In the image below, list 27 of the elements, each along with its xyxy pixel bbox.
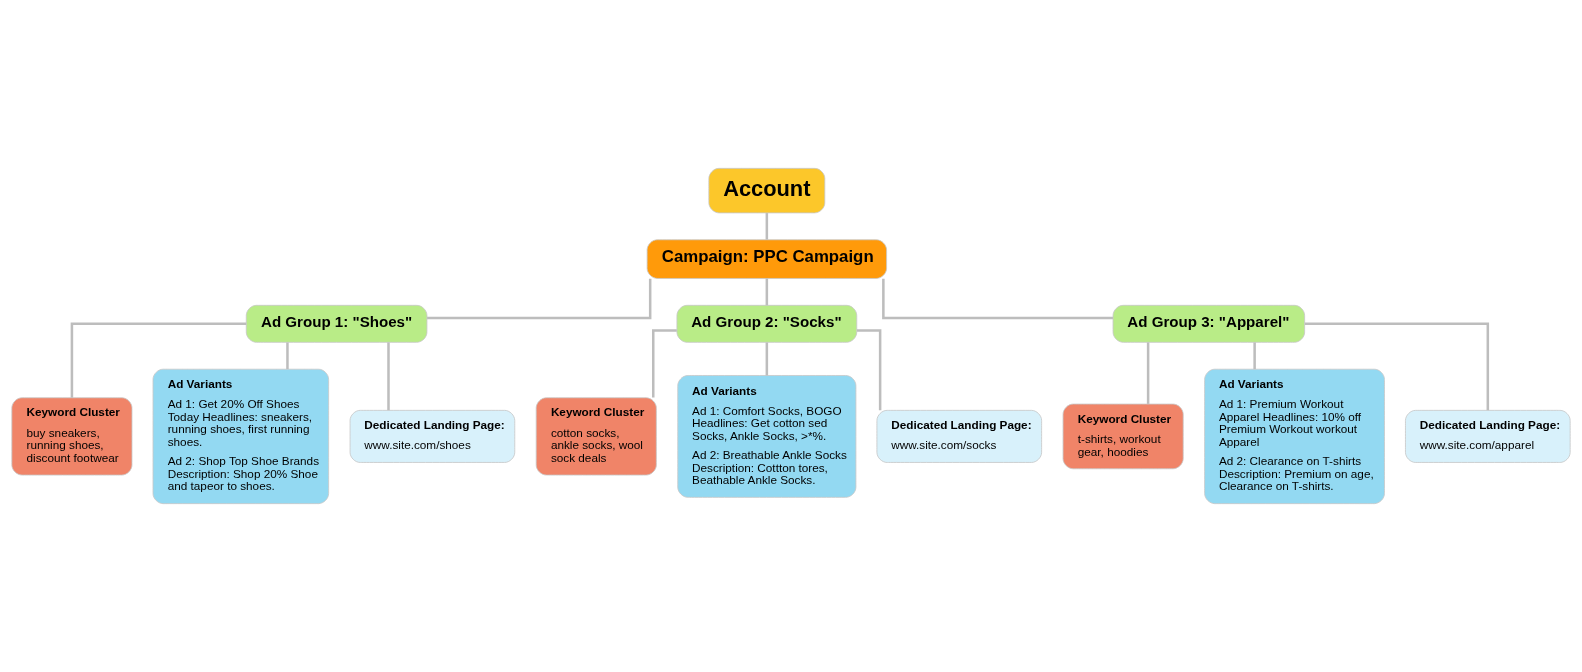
node-box: Account xyxy=(708,167,826,214)
connector xyxy=(1253,342,1256,370)
node-box: Keyword Cluster buy sneakers, running shoes, discount footwear xyxy=(11,397,133,476)
node-box: Keyword Cluster cotton socks, ankle socks, wool sock deals xyxy=(535,397,657,476)
connector xyxy=(882,278,1113,320)
connector xyxy=(286,342,289,370)
connector xyxy=(765,213,769,240)
connector xyxy=(765,342,769,376)
node-box: Keyword Cluster t-shirts, workout gear, hoodies xyxy=(1062,403,1184,470)
connector xyxy=(427,278,652,320)
connector xyxy=(1146,342,1150,404)
node-box: Dedicated Landing Page: www.site.com/apparel xyxy=(1405,409,1571,463)
node-box: Ad Variants Ad 1: Comfort Socks, BOGO Headlines: Get cotton sed Socks, Ankle Socks, >*%. Ad 2: Breathable Ankle Socks Description: Cottton tores, Beathable Ankle Socks. xyxy=(677,375,857,498)
connector xyxy=(1304,322,1490,411)
node-box: Campaign: PPC Campaign xyxy=(646,239,887,279)
connector xyxy=(765,278,769,306)
node-box: Ad Group 3: "Apparel" xyxy=(1112,304,1306,343)
node-box: Ad Group 1: "Shoes" xyxy=(245,304,428,343)
node-box: Dedicated Landing Page: www.site.com/shoes xyxy=(349,409,516,463)
connector xyxy=(387,342,390,411)
connector xyxy=(652,329,677,398)
connector xyxy=(856,329,882,411)
node-box: Ad Variants Ad 1: Get 20% Off Shoes Today Headlines: sneakers, running shoes, first running shoes. Ad 2: Shop Top Shoe Brands Description: Shop 20% Shoe and tapeor to shoes. xyxy=(152,368,330,505)
node-box: Ad Group 2: "Socks" xyxy=(676,304,858,343)
node-box: Ad Variants Ad 1: Premium Workout Apparel Headlines: 10% off Premium Workout workout Apparel Ad 2: Clearance on T-shirts Description: Premium on age, Clearance on T-shirts. xyxy=(1204,368,1385,505)
node-box: Dedicated Landing Page: www.site.com/socks xyxy=(876,409,1043,463)
connector xyxy=(70,322,247,398)
